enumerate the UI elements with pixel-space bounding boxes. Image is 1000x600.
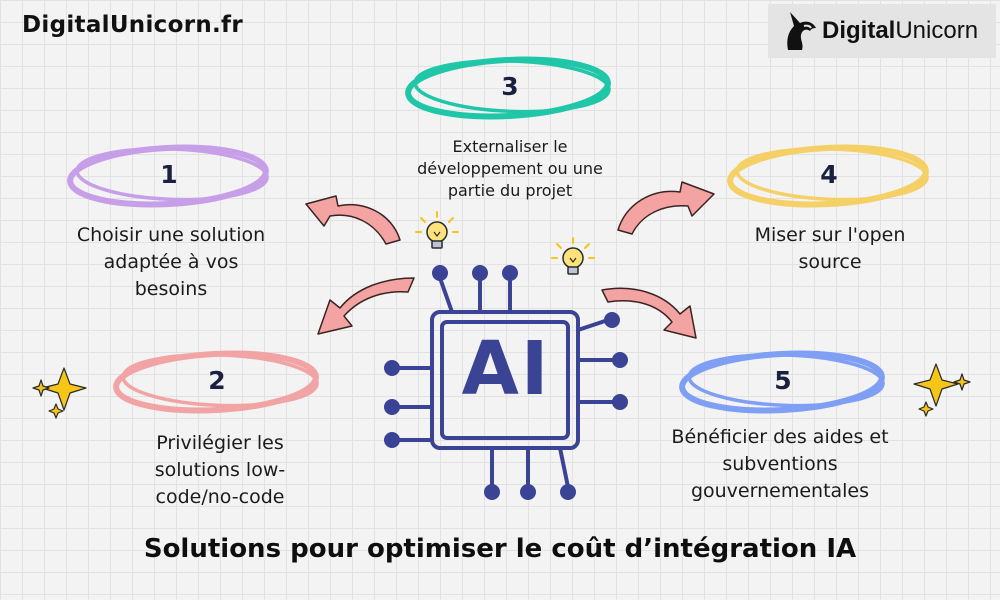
step-4-ellipse: [727, 144, 929, 208]
logo-text: DigitalUnicorn: [822, 17, 978, 45]
ai-chip: [430, 310, 580, 450]
lightbulb-icon: [551, 237, 595, 275]
ellipse-stroke: [75, 146, 269, 202]
lightbulb-icon: [415, 211, 459, 249]
ellipse-stroke: [413, 58, 611, 114]
arrow-to-step-1: [305, 195, 401, 245]
step-4-line: Miser sur l'open: [754, 224, 906, 246]
sparkle-icon: [32, 367, 87, 419]
ellipse-stroke: [687, 352, 885, 408]
logo-text-bold: Digital: [822, 17, 896, 44]
step-2-text: Privilégier les solutions low- code/no-c…: [125, 430, 315, 511]
step-4-text: Miser sur l'open source: [730, 222, 930, 276]
step-1-number: 1: [160, 160, 178, 189]
step-1-text: Choisir une solution adaptée à vos besoi…: [56, 222, 286, 303]
step-5-number: 5: [774, 366, 792, 395]
step-1-line: besoins: [134, 278, 208, 300]
chip-pins: [384, 265, 628, 500]
arrow-to-step-5: [601, 287, 697, 339]
number-ellipses: [67, 56, 929, 414]
step-1-line: adaptée à vos: [103, 251, 239, 273]
step-3-line: développement ou une: [417, 159, 603, 178]
step-5-line: gouvernementales: [690, 480, 870, 502]
digital-unicorn-logo: DigitalUnicorn: [768, 4, 996, 58]
step-4-number: 4: [820, 160, 838, 189]
step-1-line: Choisir une solution: [76, 224, 266, 246]
step-5-text: Bénéficier des aides et subventions gouv…: [650, 424, 910, 505]
unicorn-head-icon: [787, 12, 816, 50]
step-5-line: subventions: [722, 453, 838, 475]
infographic-title: Solutions pour optimiser le coût d’intég…: [143, 534, 857, 564]
site-title: DigitalUnicorn.fr: [22, 12, 243, 38]
step-3-line: partie du projet: [447, 181, 573, 200]
step-4-line: source: [798, 251, 862, 273]
step-2-line: code/no-code: [155, 486, 285, 508]
logo-text-regular: Unicorn: [895, 17, 979, 44]
ai-chip-label: AI: [461, 326, 551, 412]
ellipse-stroke: [121, 352, 319, 408]
step-2-line: solutions low-: [154, 459, 286, 481]
arrow-to-step-2: [317, 277, 415, 335]
ellipse-stroke: [735, 146, 929, 202]
step-5-ellipse: [679, 350, 885, 414]
sparkle-icon: [913, 363, 971, 417]
step-1-ellipse: [67, 144, 269, 208]
step-2-line: Privilégier les: [156, 432, 284, 454]
arrow-to-step-4: [617, 181, 715, 235]
step-2-number: 2: [208, 366, 226, 395]
step-3-text: Externaliser le développement ou une par…: [400, 136, 620, 202]
step-2-ellipse: [113, 350, 319, 414]
curved-arrows: [305, 181, 715, 339]
step-5-line: Bénéficier des aides et: [671, 426, 889, 448]
step-3-ellipse: [405, 56, 611, 120]
step-3-number: 3: [501, 72, 519, 101]
step-3-line: Externaliser le: [452, 137, 568, 156]
